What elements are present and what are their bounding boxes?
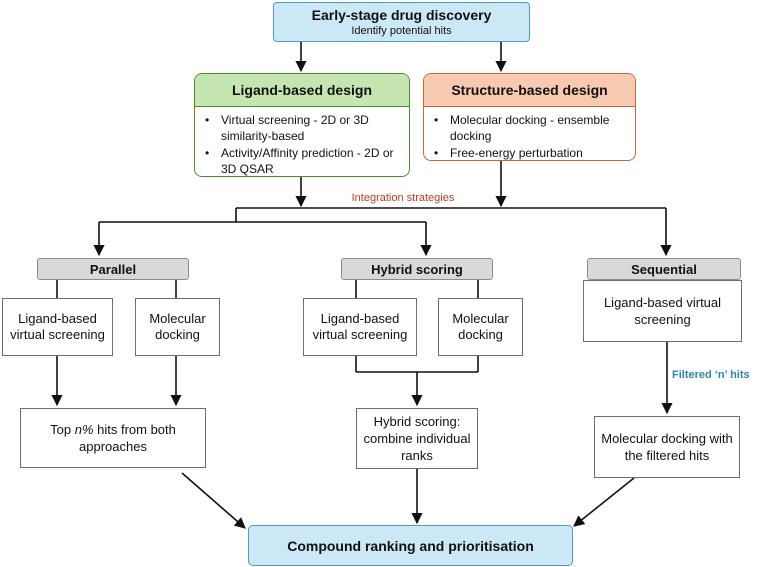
top-subtitle: Identify potential hits: [351, 25, 452, 37]
top-title: Early-stage drug discovery: [311, 7, 492, 23]
list-item: Free-energy perturbation: [428, 145, 629, 160]
result-n-percent: n%: [74, 422, 94, 437]
hybrid-ligand-vs-box: Ligand-based virtual screening: [303, 298, 417, 356]
compound-ranking-box: Compound ranking and prioritisation: [248, 525, 573, 566]
hybrid-header: Hybrid scoring: [341, 258, 493, 280]
ligand-design-list: Virtual screening - 2D or 3D similarity-…: [195, 107, 409, 176]
parallel-header: Parallel: [37, 258, 189, 280]
integration-strategies-label: Integration strategies: [351, 192, 455, 204]
parallel-ligand-vs-box: Ligand-based virtual screening: [2, 298, 113, 356]
parallel-result-box: Top n% hits from both approaches: [20, 408, 206, 468]
result-suffix: hits from both approaches: [79, 422, 176, 454]
structure-design-list: Molecular docking - ensemble docking Fre…: [424, 107, 635, 160]
result-prefix: Top: [50, 422, 75, 437]
structure-design-title: Structure-based design: [424, 74, 635, 107]
hybrid-result-box: Hybrid scoring: combine individual ranks: [356, 408, 478, 469]
ligand-design-title: Ligand-based design: [195, 74, 409, 107]
sequential-docking-box: Molecular docking with the filtered hits: [594, 416, 740, 478]
parallel-docking-box: Molecular docking: [135, 298, 220, 356]
hybrid-docking-box: Molecular docking: [438, 298, 523, 356]
ligand-based-design-box: Ligand-based design Virtual screening - …: [194, 73, 410, 177]
list-item: Virtual screening - 2D or 3D similarity-…: [199, 112, 403, 144]
structure-based-design-box: Structure-based design Molecular docking…: [423, 73, 636, 161]
list-item: Molecular docking - ensemble docking: [428, 112, 629, 144]
early-stage-drug-discovery-box: Early-stage drug discovery Identify pote…: [273, 2, 530, 42]
parallel-result-text: Top n% hits from both approaches: [27, 421, 199, 455]
list-item: Activity/Affinity prediction - 2D or 3D …: [199, 145, 403, 176]
sequential-header: Sequential: [587, 258, 741, 280]
sequential-ligand-vs-box: Ligand-based virtual screening: [583, 280, 742, 342]
filtered-hits-label: Filtered ‘n’ hits: [672, 369, 750, 381]
